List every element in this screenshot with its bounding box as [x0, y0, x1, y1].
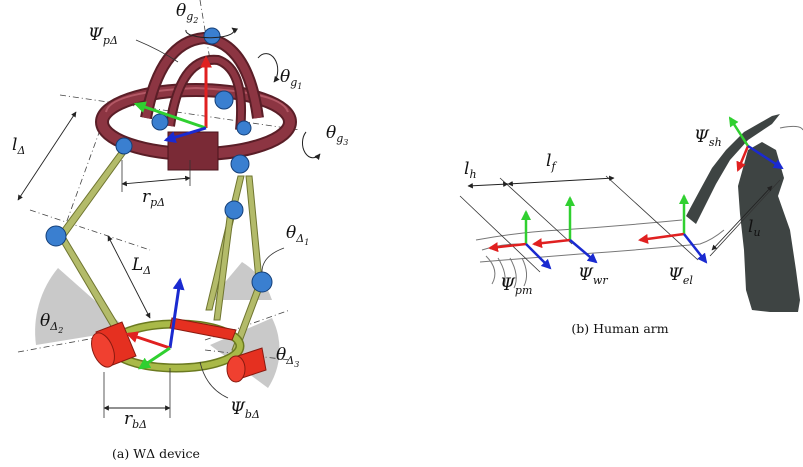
joint	[230, 154, 250, 174]
label-l-h: lh	[464, 159, 477, 181]
label-theta-g3: θg3	[326, 123, 348, 147]
dimension-arrows	[17, 111, 191, 418]
rotation-theta-g3	[301, 131, 321, 161]
rotation-theta-g2	[185, 27, 239, 39]
wdelta-device: θg2 ΨpΔ θg1 θg3 lΔ rpΔ LΔ θΔ1 θΔ2 θΔ3 rb…	[12, 0, 348, 461]
label-theta-g1: θg1	[280, 67, 302, 91]
label-r-pdelta: rpΔ	[142, 187, 165, 209]
label-psi-sh: Ψsh	[694, 127, 722, 149]
label-theta-g2: θg2	[176, 1, 198, 25]
label-theta-delta3: θΔ3	[276, 345, 299, 369]
label-l-delta: lΔ	[12, 135, 25, 157]
label-psi-wr: Ψwr	[578, 265, 608, 287]
top-platform	[95, 31, 297, 171]
label-psi-el: Ψel	[668, 265, 693, 287]
label-psi-pdelta: ΨpΔ	[88, 25, 118, 47]
label-theta-delta1: θΔ1	[286, 223, 309, 247]
joint	[214, 90, 234, 110]
joint	[45, 225, 67, 247]
rotation-theta-g1	[257, 53, 280, 83]
frame-psi-sh	[728, 116, 784, 172]
label-theta-delta2: θΔ2	[40, 311, 63, 335]
frame-psi-pm	[488, 210, 552, 270]
label-psi-pm: Ψpm	[500, 275, 532, 297]
caption-a: (a) WΔ device	[112, 446, 200, 461]
frame-psi-el	[638, 194, 708, 264]
joint	[236, 120, 252, 136]
leg-right-upper	[245, 175, 263, 281]
label-l-f: lf	[546, 151, 557, 173]
human-arm: lh lf Ψsh lu Ψpm Ψwr Ψel (b) Human arm	[459, 114, 803, 336]
joint	[115, 137, 133, 155]
label-psi-bdelta: ΨbΔ	[230, 399, 260, 421]
joint	[251, 271, 273, 293]
leg-left-upper	[59, 147, 129, 237]
actuator-back	[169, 317, 237, 341]
joint	[203, 27, 221, 45]
rotation-arrows	[185, 27, 321, 161]
upper-arm-shape	[686, 114, 780, 224]
platform-frame-axes	[133, 55, 212, 143]
base-actuators	[91, 317, 267, 383]
label-r-bdelta: rbΔ	[124, 409, 147, 431]
base-frame-axes	[125, 277, 185, 370]
label-l-u: lu	[748, 217, 761, 239]
frame-psi-wr	[532, 196, 598, 264]
arm-construction-lines	[459, 175, 781, 273]
label-L-delta: LΔ	[131, 255, 151, 277]
joint	[224, 200, 244, 220]
joints	[45, 27, 273, 293]
arm-dimension-arrows	[467, 175, 773, 251]
leader-lines	[135, 39, 285, 399]
angle-sector-delta2	[35, 268, 128, 345]
joint	[151, 113, 169, 131]
caption-b: (b) Human arm	[571, 321, 668, 336]
